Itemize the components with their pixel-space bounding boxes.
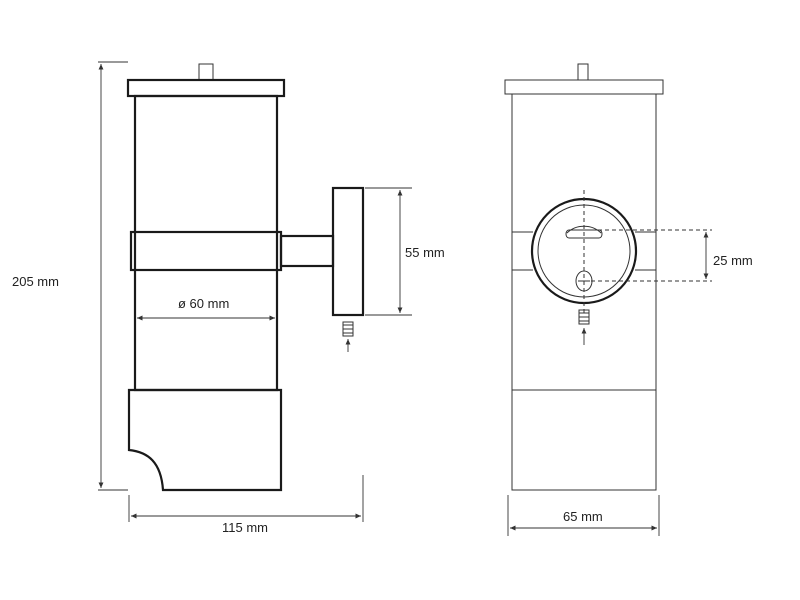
diameter-label: ø 60 mm (178, 296, 229, 311)
side-plate (331, 186, 365, 317)
front-view: 25 mm 65 mm (504, 63, 753, 536)
side-body (133, 94, 279, 392)
side-band (129, 230, 283, 272)
front-set-screw (578, 309, 590, 325)
side-knob (198, 63, 214, 81)
front-knob (577, 63, 589, 81)
side-base (127, 388, 283, 492)
plate-height-label: 55 mm (405, 245, 445, 260)
height-label: 205 mm (12, 274, 59, 289)
side-lid (126, 78, 286, 98)
hole-spacing-label: 25 mm (713, 253, 753, 268)
front-base (511, 389, 657, 491)
front-lid (504, 79, 664, 95)
front-top-slot (565, 229, 603, 239)
side-view: 205 mm ø 60 mm 55 mm 115 mm (12, 61, 445, 535)
side-arm (279, 234, 335, 268)
front-band (512, 231, 656, 271)
front-width-label: 65 mm (563, 509, 603, 524)
side-width-label: 115 mm (222, 520, 268, 535)
side-set-screw (342, 321, 354, 337)
